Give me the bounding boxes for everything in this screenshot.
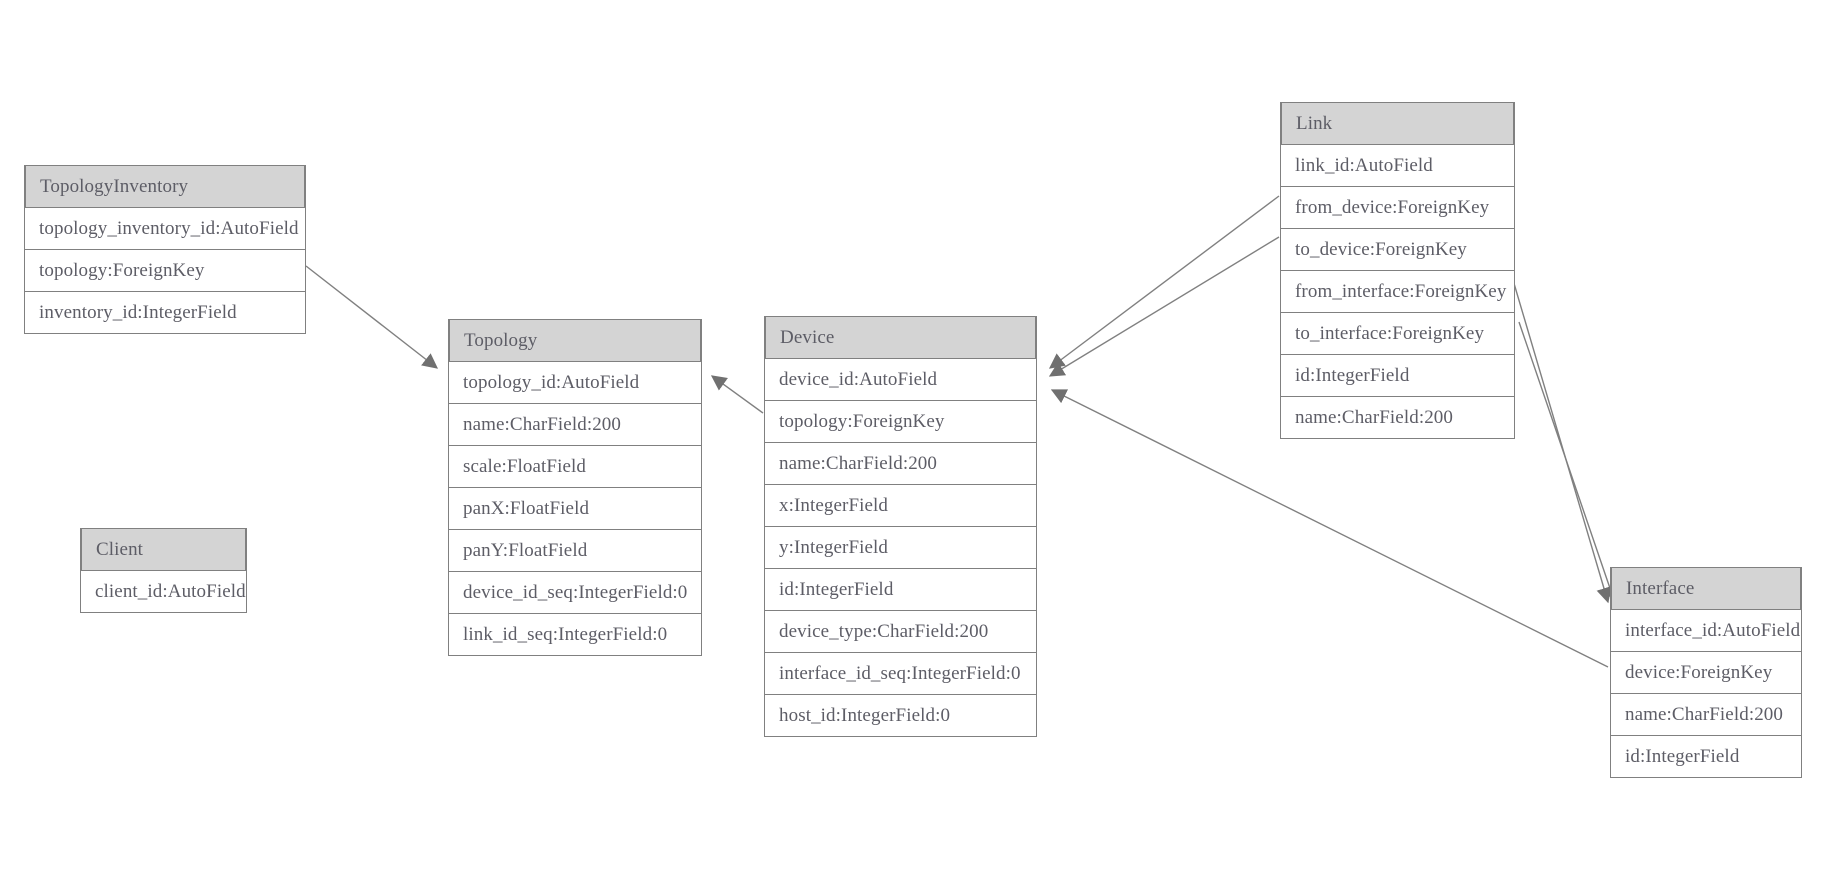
edge-link-from-interface [1512,279,1612,604]
entity-field[interactable]: id:IntegerField [1611,735,1801,777]
entity-field[interactable]: device_id:AutoField [765,359,1036,400]
entity-title: Link [1281,102,1514,145]
entity-field[interactable]: from_device:ForeignKey [1281,186,1514,228]
entity-field[interactable]: name:CharField:200 [765,442,1036,484]
entity-field[interactable]: name:CharField:200 [1281,396,1514,438]
entity-field[interactable]: inventory_id:IntegerField [25,291,305,333]
entity-field[interactable]: link_id:AutoField [1281,145,1514,186]
entity-field[interactable]: panX:FloatField [449,487,701,529]
entity-device[interactable]: Device device_id:AutoField topology:Fore… [764,316,1037,737]
entity-field[interactable]: host_id:IntegerField:0 [765,694,1036,736]
entity-field[interactable]: device_id_seq:IntegerField:0 [449,571,701,613]
entity-field[interactable]: link_id_seq:IntegerField:0 [449,613,701,655]
entity-field[interactable]: device_type:CharField:200 [765,610,1036,652]
entity-field[interactable]: id:IntegerField [765,568,1036,610]
entity-field[interactable]: to_interface:ForeignKey [1281,312,1514,354]
entity-title: Interface [1611,567,1801,610]
entity-field[interactable]: topology_inventory_id:AutoField [25,208,305,249]
entity-field[interactable]: topology:ForeignKey [25,249,305,291]
entity-field[interactable]: interface_id_seq:IntegerField:0 [765,652,1036,694]
entity-field-list: device_id:AutoField topology:ForeignKey … [765,359,1036,736]
entity-field[interactable]: from_interface:ForeignKey [1281,270,1514,312]
entity-title: Device [765,316,1036,359]
entity-field[interactable]: device:ForeignKey [1611,651,1801,693]
entity-link[interactable]: Link link_id:AutoField from_device:Forei… [1280,102,1515,439]
edge-device-topology [710,375,764,414]
entity-topology[interactable]: Topology topology_id:AutoField name:Char… [448,319,702,656]
entity-field[interactable]: name:CharField:200 [449,403,701,445]
entity-field[interactable]: client_id:AutoField [81,571,246,612]
entity-title: Topology [449,319,701,362]
edge-link-to-device [1048,236,1280,377]
entity-field[interactable]: y:IntegerField [765,526,1036,568]
entity-title: TopologyInventory [25,165,305,208]
edge-link-from-device [1048,195,1280,369]
entity-field[interactable]: x:IntegerField [765,484,1036,526]
entity-topology-inventory[interactable]: TopologyInventory topology_inventory_id:… [24,165,306,334]
entity-field[interactable]: id:IntegerField [1281,354,1514,396]
entity-interface[interactable]: Interface interface_id:AutoField device:… [1610,567,1802,778]
entity-title: Client [81,528,246,571]
entity-client[interactable]: Client client_id:AutoField [80,528,247,613]
entity-field[interactable]: to_device:ForeignKey [1281,228,1514,270]
edge-link-to-interface [1518,321,1617,602]
entity-field-list: interface_id:AutoField device:ForeignKey… [1611,610,1801,777]
entity-field-list: client_id:AutoField [81,571,246,612]
edge-topologyinventory-topology [305,265,439,369]
entity-field[interactable]: scale:FloatField [449,445,701,487]
entity-field-list: topology_id:AutoField name:CharField:200… [449,362,701,655]
entity-field[interactable]: interface_id:AutoField [1611,610,1801,651]
entity-field[interactable]: panY:FloatField [449,529,701,571]
entity-field[interactable]: topology_id:AutoField [449,362,701,403]
entity-field[interactable]: name:CharField:200 [1611,693,1801,735]
entity-field-list: link_id:AutoField from_device:ForeignKey… [1281,145,1514,438]
entity-field-list: topology_inventory_id:AutoField topology… [25,208,305,333]
entity-field[interactable]: topology:ForeignKey [765,400,1036,442]
